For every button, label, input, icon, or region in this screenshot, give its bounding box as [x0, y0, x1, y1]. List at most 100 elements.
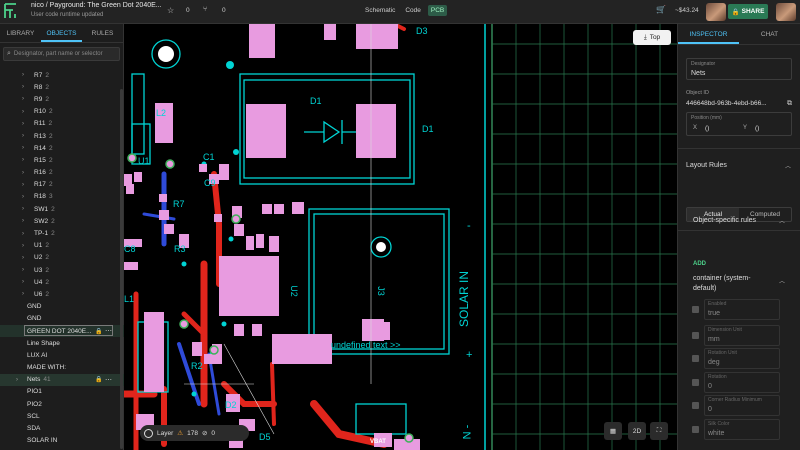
grid-toggle-button[interactable]: ▦	[604, 422, 622, 440]
chevron-right-icon[interactable]: ›	[22, 230, 24, 237]
toggle-computed[interactable]: Computed	[750, 211, 780, 218]
chevron-up-icon[interactable]: ︿	[779, 279, 786, 285]
layer-circle-icon[interactable]	[144, 428, 153, 438]
list-item[interactable]: GND	[0, 301, 124, 313]
layer-label[interactable]: Layer	[157, 429, 174, 437]
scrollbar[interactable]	[120, 89, 123, 449]
chevron-right-icon[interactable]: ›	[22, 133, 24, 140]
chevron-right-icon[interactable]: ›	[22, 254, 24, 261]
pos-y-input[interactable]: ()	[755, 125, 760, 132]
tab-library[interactable]: LIBRARY	[6, 30, 35, 37]
list-item[interactable]: PIO1	[0, 386, 124, 398]
list-item[interactable]: MADE WITH:	[0, 362, 124, 374]
fullscreen-button[interactable]: ⛶	[650, 422, 668, 440]
checkbox[interactable]	[692, 355, 699, 362]
fork-icon[interactable]: ⑂	[203, 6, 208, 13]
share-button[interactable]: 🔒 SHARE	[728, 4, 768, 19]
list-item[interactable]: LUX AI	[0, 349, 124, 361]
list-item[interactable]: SDA	[0, 422, 124, 434]
warning-icon[interactable]: ⚠	[177, 430, 184, 437]
tab-inspector[interactable]: INSPECTOR	[678, 24, 739, 44]
chevron-right-icon[interactable]: ›	[22, 242, 24, 249]
chevron-right-icon[interactable]: ›	[22, 145, 24, 152]
error-icon[interactable]: ⊘	[201, 430, 208, 437]
price-estimate[interactable]: ~$43.24	[675, 7, 699, 14]
avatar[interactable]	[706, 3, 726, 21]
project-title[interactable]: nico / Payground: The Green Dot 2040E...	[31, 2, 162, 9]
more-icon[interactable]: ⋯	[105, 376, 112, 384]
chevron-right-icon[interactable]: ›	[22, 157, 24, 164]
view-top-button[interactable]: ⤓ Top	[633, 30, 671, 45]
chevron-right-icon[interactable]: ›	[22, 84, 24, 91]
pcb-canvas[interactable]: D3 D1 D1 L2 U1 C1 C9 R7 R3 C8 L1 U2 J3 S…	[124, 24, 677, 450]
checkbox[interactable]	[692, 379, 699, 386]
chevron-right-icon[interactable]: ›	[22, 108, 24, 115]
checkbox[interactable]	[692, 426, 699, 433]
list-item[interactable]: Line Shape	[0, 337, 124, 349]
designator-field[interactable]: Designator Nets	[686, 58, 792, 80]
list-item[interactable]: PIO2	[0, 398, 124, 410]
chevron-right-icon[interactable]: ›	[16, 376, 18, 383]
chevron-right-icon[interactable]: ›	[22, 120, 24, 127]
search-input[interactable]: ⌕ Designator, part name or selector	[3, 47, 120, 61]
list-item[interactable]: SCL	[0, 410, 124, 422]
chevron-right-icon[interactable]: ›	[22, 206, 24, 213]
tab-objects[interactable]: OBJECTS	[41, 24, 82, 42]
copy-icon[interactable]: ⧉	[787, 100, 792, 107]
star-icon[interactable]: ☆	[167, 6, 175, 15]
chevron-right-icon[interactable]: ›	[22, 267, 24, 274]
checkbox[interactable]	[692, 332, 699, 339]
chevron-right-icon[interactable]: ›	[22, 96, 24, 103]
lock-icon[interactable]: 🔒	[95, 377, 103, 384]
list-item[interactable]: GND	[0, 313, 124, 325]
chevron-right-icon[interactable]: ›	[22, 291, 24, 298]
chevron-right-icon[interactable]: ›	[22, 169, 24, 176]
chevron-up-icon[interactable]: ︿	[779, 219, 786, 225]
lock-icon[interactable]: 🔒	[95, 328, 103, 335]
tab-schematic[interactable]: Schematic	[365, 7, 396, 14]
tab-code[interactable]: Code	[405, 7, 421, 14]
chevron-right-icon[interactable]: ›	[22, 193, 24, 200]
tab-pcb[interactable]: PCB	[427, 5, 448, 16]
checkbox[interactable]	[692, 306, 699, 313]
logo-icon[interactable]	[4, 3, 18, 19]
toggle-actual[interactable]: Actual	[687, 208, 739, 221]
pos-x-input[interactable]: ()	[705, 125, 710, 132]
list-item-selected[interactable]: GREEN DOT 2040E...🔒⋯	[0, 324, 124, 338]
more-icon[interactable]: ⋯	[105, 328, 112, 336]
chevron-right-icon[interactable]: ›	[22, 181, 24, 188]
list-item[interactable]: SOLAR IN	[0, 435, 124, 447]
user-avatar[interactable]	[776, 3, 796, 21]
chevron-up-icon[interactable]: ︿	[785, 164, 792, 170]
cart-icon[interactable]: 🛒	[656, 5, 666, 14]
chevron-right-icon[interactable]: ›	[22, 218, 24, 225]
checkbox[interactable]	[692, 402, 699, 409]
chevron-right-icon[interactable]: ›	[22, 279, 24, 286]
chevron-right-icon[interactable]: ›	[22, 72, 24, 79]
tab-chat[interactable]: CHAT	[760, 31, 779, 38]
